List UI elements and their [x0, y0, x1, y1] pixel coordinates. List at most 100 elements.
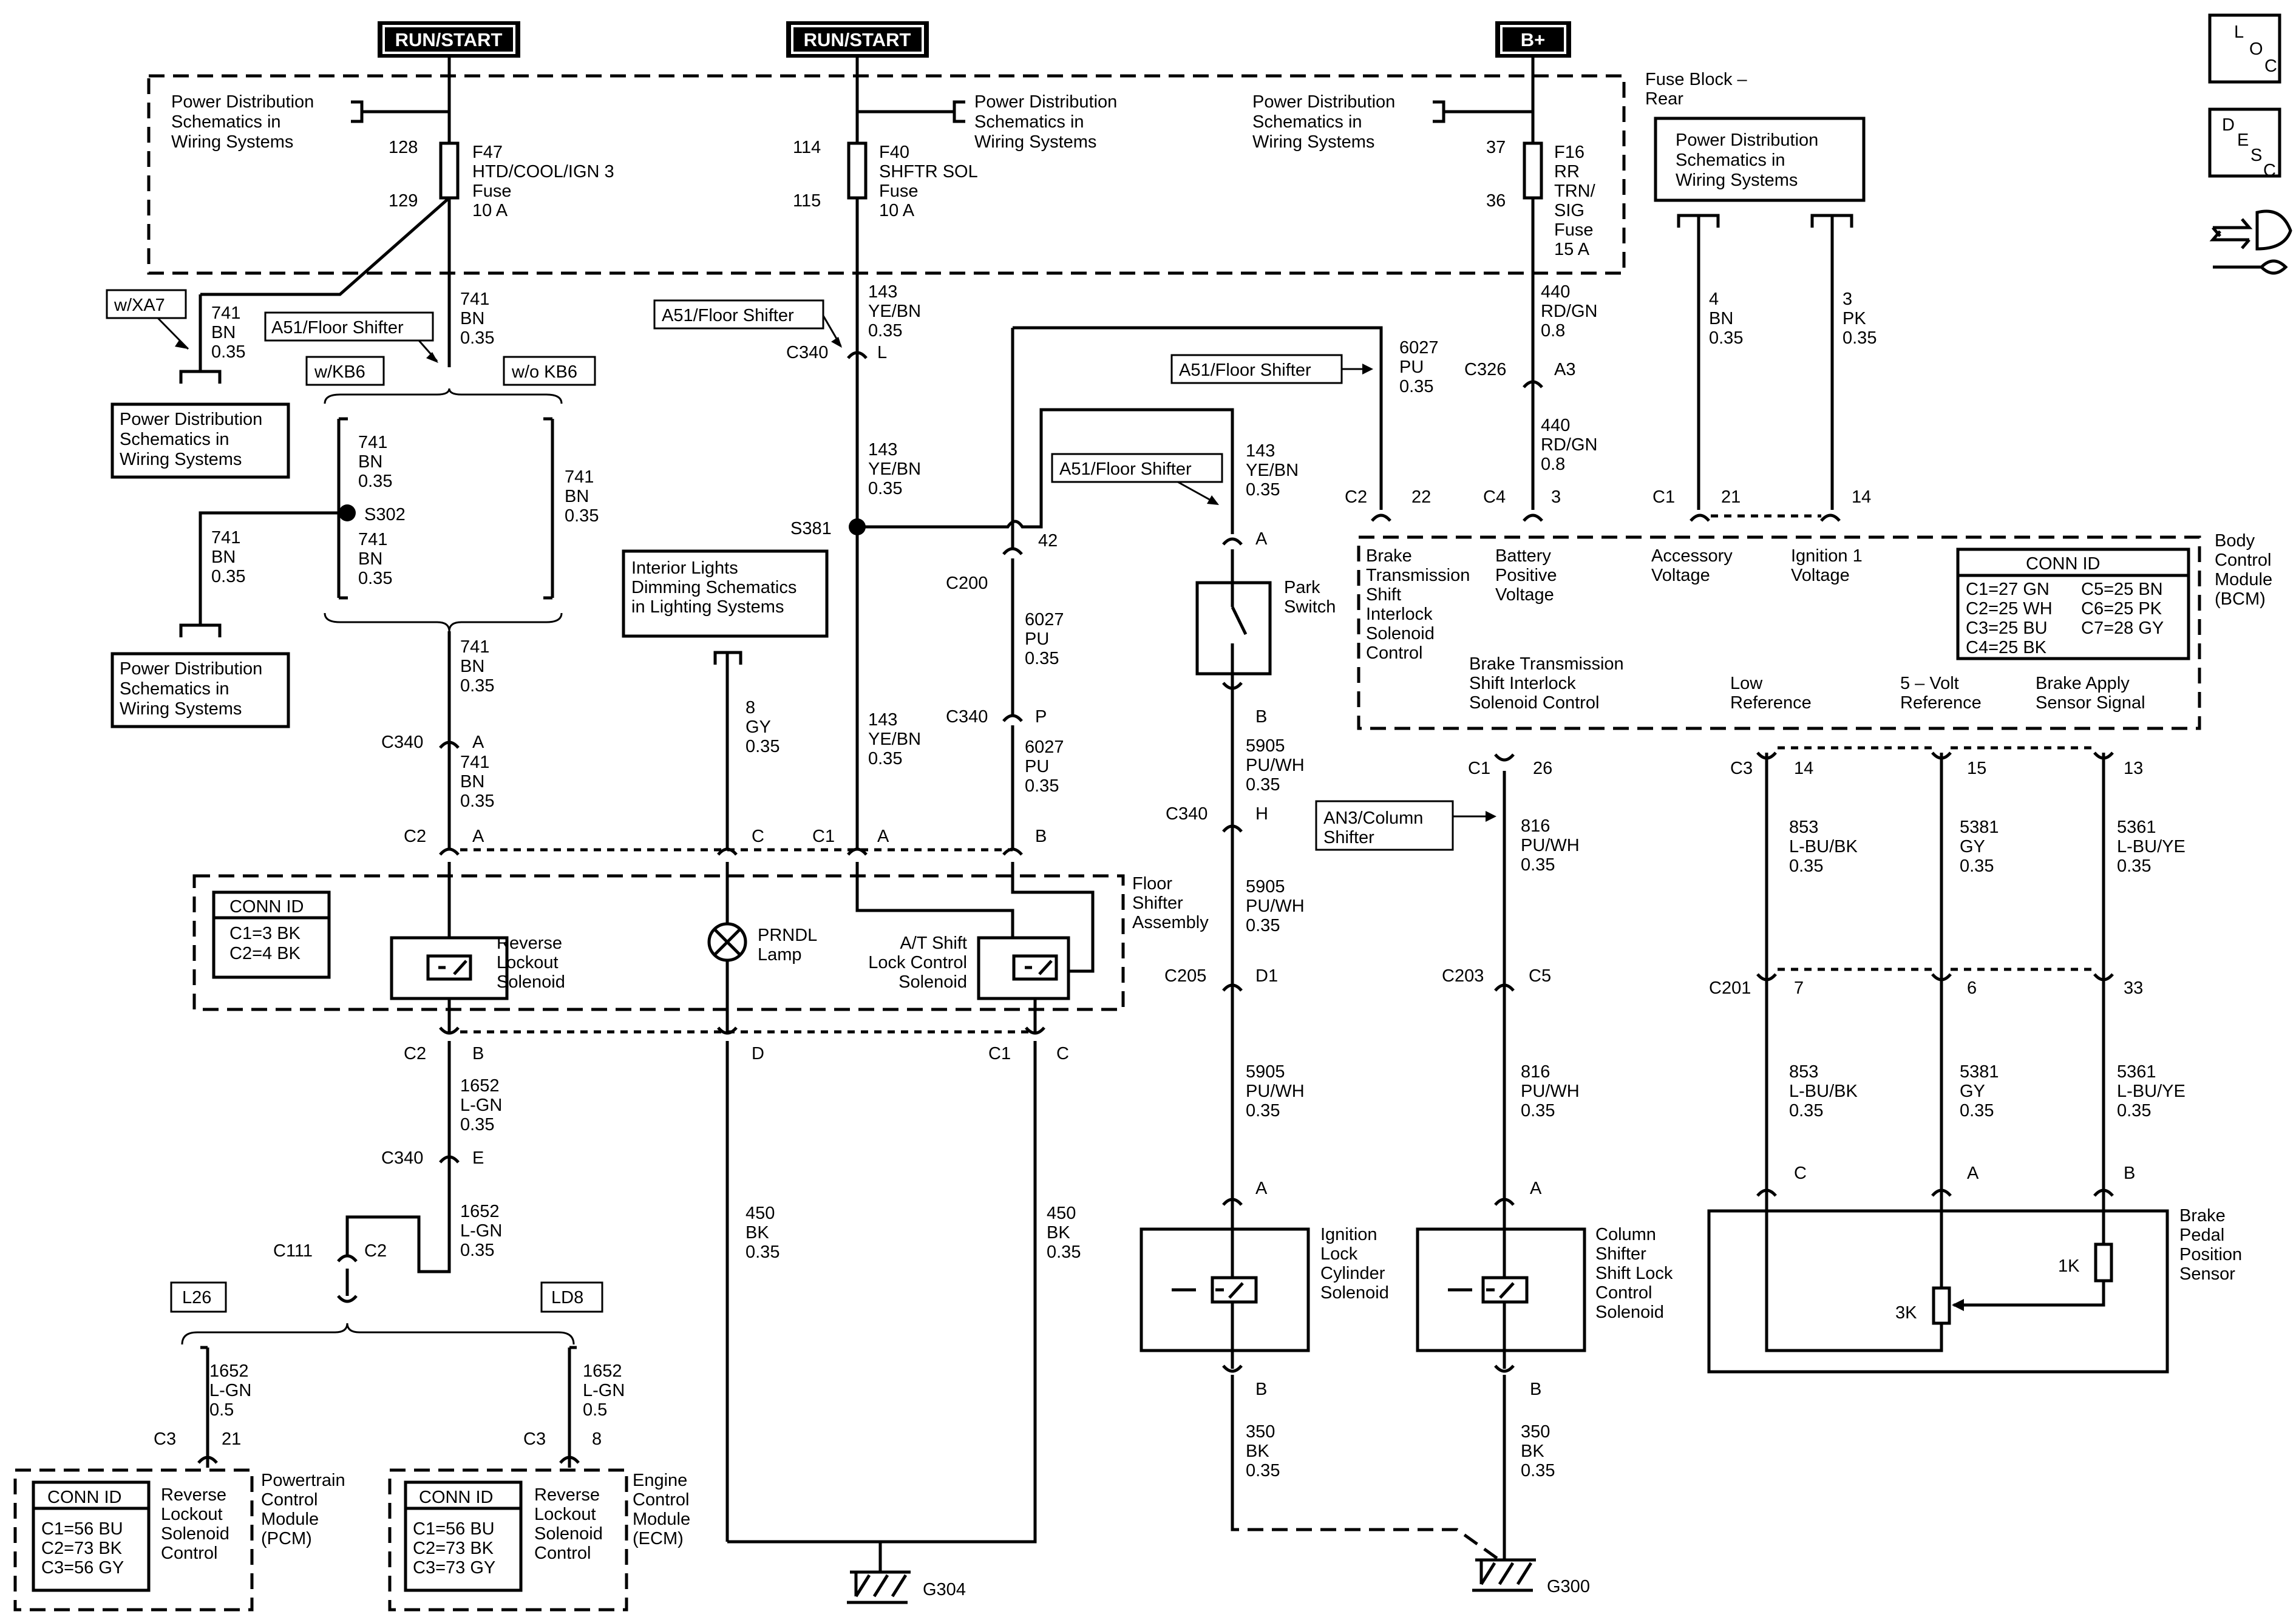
svg-text:E: E [2237, 131, 2249, 150]
pds-ref-3: Power Distribution Schematics in Wiring … [1252, 92, 1533, 152]
svg-text:129: 129 [389, 191, 418, 211]
svg-text:YE/BN: YE/BN [868, 302, 921, 321]
svg-text:0.35: 0.35 [1789, 1101, 1823, 1120]
svg-text:Power Distribution: Power Distribution [1252, 92, 1395, 112]
svg-text:C205: C205 [1164, 966, 1206, 986]
svg-text:C: C [1056, 1044, 1069, 1063]
svg-text:350: 350 [1246, 1422, 1275, 1442]
svg-text:YE/BN: YE/BN [868, 730, 921, 749]
svg-text:C1=56 BU: C1=56 BU [413, 1519, 495, 1539]
option-brace-top [324, 388, 563, 404]
svg-text:Shift Lock: Shift Lock [1595, 1264, 1673, 1283]
svg-text:0.35: 0.35 [1960, 1101, 1994, 1120]
svg-text:741: 741 [460, 290, 489, 309]
location-icon[interactable]: L O C [2208, 13, 2281, 84]
svg-text:Lockout: Lockout [534, 1505, 596, 1524]
svg-text:Low: Low [1730, 674, 1763, 693]
svg-text:C1: C1 [988, 1044, 1011, 1063]
svg-text:PU: PU [1399, 358, 1424, 377]
svg-text:C1: C1 [1652, 487, 1675, 507]
svg-text:S: S [2250, 146, 2262, 165]
svg-text:Schematics in: Schematics in [1252, 112, 1362, 132]
wire-label-440-b: 440 RD/GN 0.8 [1541, 416, 1597, 474]
svg-text:C6=25 PK: C6=25 PK [2081, 599, 2162, 619]
svg-text:B: B [1530, 1380, 1541, 1399]
svg-text:H: H [1255, 804, 1268, 824]
svg-text:128: 128 [389, 138, 418, 157]
svg-text:BK: BK [1047, 1223, 1070, 1242]
ecm-control-label: Reverse Lockout Solenoid Control [534, 1485, 603, 1563]
svg-text:C2=73 BK: C2=73 BK [41, 1539, 123, 1558]
svg-text:5905: 5905 [1246, 736, 1285, 756]
floor-conn-id: CONN ID C1=3 BK C2=4 BK [212, 890, 331, 979]
svg-text:Shift: Shift [1366, 585, 1401, 605]
pcm-outline [13, 1468, 254, 1612]
svg-text:0.35: 0.35 [1246, 1461, 1280, 1480]
wire-label-741-a: 741 BN 0.35 [211, 303, 245, 362]
svg-text:A: A [472, 827, 484, 846]
wire-labels-bpps-a: 853 L-BU/BK 0.35 5381 GY 0.35 5361 L-BU/… [1789, 818, 2186, 876]
pds-ref-5: Power Distribution Schematics in Wiring … [110, 652, 290, 728]
svg-text:Reverse: Reverse [161, 1485, 226, 1505]
svg-text:PU/WH: PU/WH [1521, 836, 1580, 855]
svg-text:L26: L26 [182, 1288, 211, 1307]
at-shift-lock-solenoid: A/T Shift Lock Control Solenoid [868, 934, 1070, 1000]
svg-text:Brake Apply: Brake Apply [2036, 674, 2130, 693]
svg-text:C340: C340 [381, 733, 423, 752]
svg-text:0.35: 0.35 [460, 792, 494, 811]
svg-text:PK: PK [1843, 309, 1866, 328]
svg-text:Reference: Reference [1900, 693, 1982, 713]
svg-text:0.35: 0.35 [1246, 480, 1280, 500]
svg-text:1652: 1652 [583, 1361, 622, 1381]
svg-text:C2=73 BK: C2=73 BK [413, 1539, 494, 1558]
svg-text:1652: 1652 [209, 1361, 249, 1381]
svg-text:5381: 5381 [1960, 1062, 1999, 1082]
svg-text:C1: C1 [1468, 759, 1490, 778]
option-an3: AN3/Column Shifter [1315, 800, 1496, 851]
svg-text:33: 33 [2124, 978, 2143, 998]
svg-text:741: 741 [358, 433, 387, 452]
svg-text:C340: C340 [946, 707, 988, 727]
svg-text:3K: 3K [1895, 1303, 1917, 1323]
wire-label-4: 4 BN 0.35 [1709, 290, 1743, 348]
svg-text:Rear: Rear [1645, 89, 1683, 109]
svg-text:Lock Control: Lock Control [868, 953, 967, 972]
svg-text:8: 8 [746, 698, 755, 717]
svg-text:0.35: 0.35 [358, 472, 392, 491]
wire-label-440-a: 440 RD/GN 0.8 [1541, 282, 1597, 341]
svg-text:Shifter: Shifter [1323, 828, 1374, 847]
connector-wrench-icon[interactable] [2209, 209, 2292, 275]
svg-text:Solenoid: Solenoid [534, 1524, 603, 1544]
ecm-conn-id: CONN ID C1=56 BU C2=73 BK C3=73 GY [404, 1480, 523, 1592]
svg-text:D: D [2222, 115, 2235, 135]
svg-text:Power Distribution: Power Distribution [1676, 131, 1818, 150]
svg-text:0.35: 0.35 [460, 676, 494, 696]
svg-text:Shifter: Shifter [1595, 1244, 1646, 1264]
option-xa7: w/XA7 [106, 289, 189, 350]
svg-text:10 A: 10 A [472, 201, 508, 220]
svg-text:741: 741 [565, 467, 594, 487]
svg-text:A51/Floor Shifter: A51/Floor Shifter [1179, 361, 1311, 380]
svg-text:10 A: 10 A [879, 201, 915, 220]
svg-text:CONN ID: CONN ID [2026, 554, 2100, 574]
svg-text:TRN/: TRN/ [1554, 181, 1596, 201]
svg-text:Solenoid: Solenoid [1595, 1303, 1664, 1322]
svg-text:Wiring Systems: Wiring Systems [974, 132, 1096, 152]
svg-text:450: 450 [746, 1204, 775, 1223]
svg-text:Wiring Systems: Wiring Systems [120, 450, 242, 469]
svg-text:Power Distribution: Power Distribution [171, 92, 314, 112]
svg-text:Wiring Systems: Wiring Systems [1676, 171, 1798, 190]
interior-lights-ref: Interior Lights Dimming Schematics in Li… [622, 549, 829, 638]
svg-text:Power Distribution: Power Distribution [120, 410, 262, 429]
description-icon[interactable]: D E S C [2208, 107, 2281, 180]
svg-text:GY: GY [1960, 1082, 1985, 1101]
option-wkb6: w/KB6 [305, 356, 385, 386]
svg-text:A51/Floor Shifter: A51/Floor Shifter [1059, 459, 1192, 479]
svg-text:C111: C111 [273, 1241, 313, 1261]
svg-text:Brake: Brake [2179, 1206, 2226, 1225]
svg-text:0.35: 0.35 [1025, 776, 1059, 796]
svg-text:L-GN: L-GN [460, 1221, 502, 1241]
pds-ref-6: Power Distribution Schematics in Wiring … [1654, 117, 1866, 202]
svg-text:6027: 6027 [1399, 338, 1439, 358]
